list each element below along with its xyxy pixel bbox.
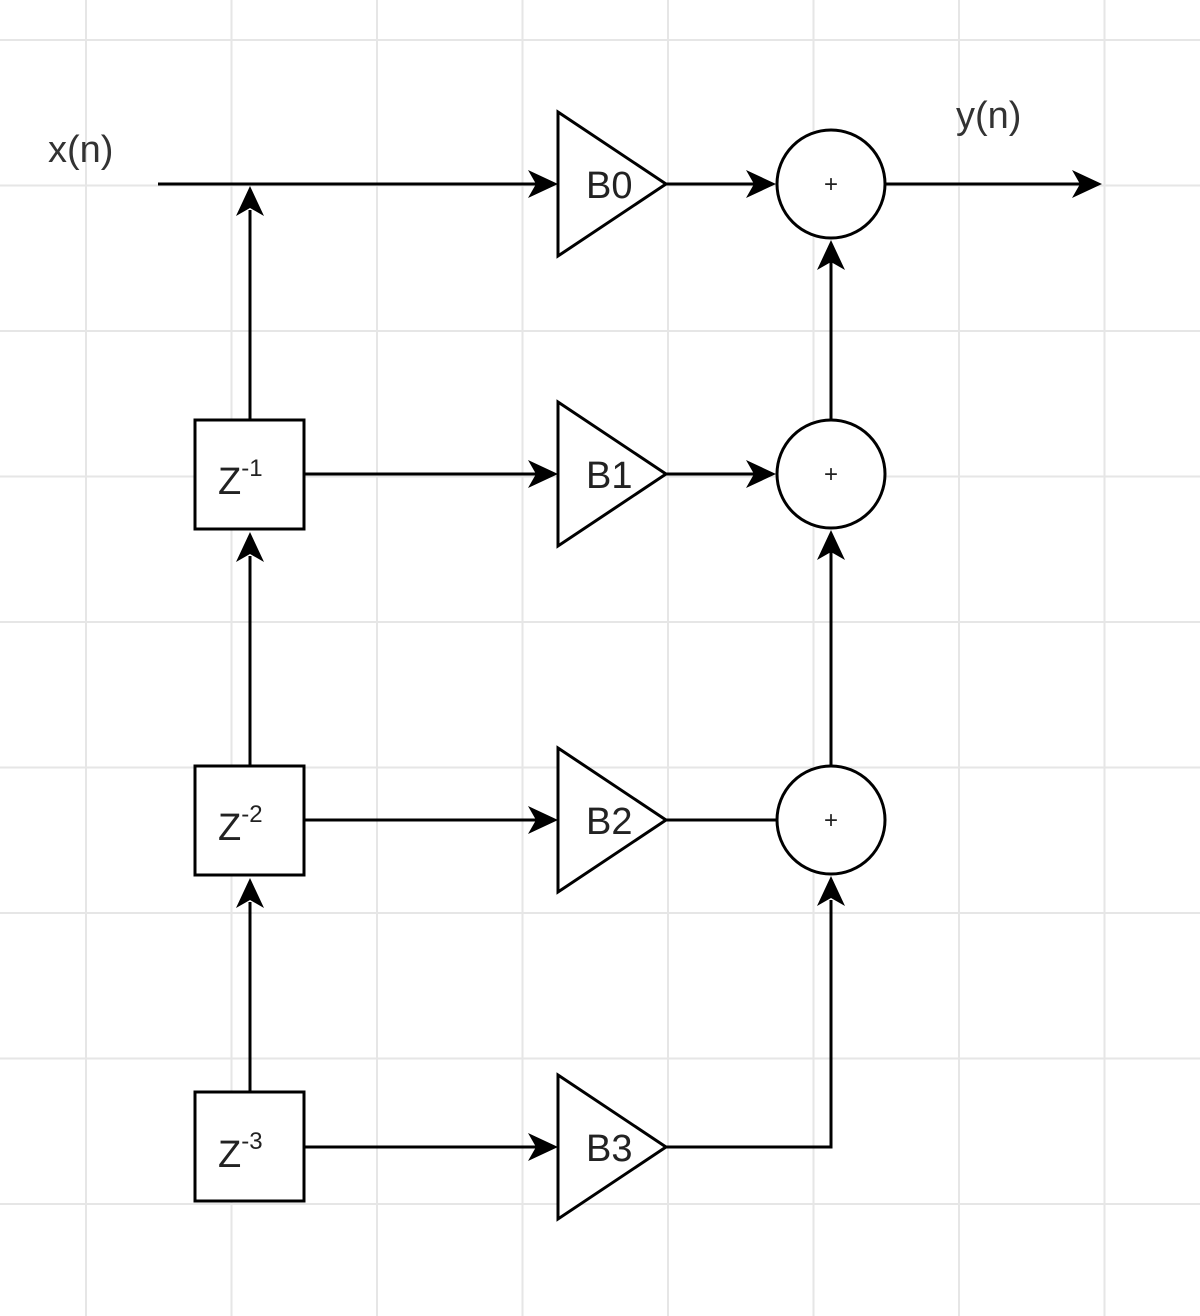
- arrowheads: [236, 170, 1102, 1161]
- wire-b3-to-adder2: [666, 900, 833, 1149]
- adder-0: +: [775, 128, 887, 240]
- adder-1: +: [775, 418, 887, 530]
- delay-block-z1: Z-1: [193, 418, 306, 531]
- delay-label: Z-2: [218, 801, 263, 849]
- arrowhead-up-adder1: [817, 530, 845, 560]
- adder-circle: [775, 764, 887, 876]
- delay-exponent: -1: [241, 455, 262, 482]
- delay-base: Z: [218, 461, 241, 503]
- gain-triangle: [556, 1072, 669, 1222]
- arrowhead-up-input: [236, 186, 264, 216]
- arrowhead-up-adder2: [817, 876, 845, 906]
- arrowhead-up-z2: [236, 878, 264, 908]
- gain-triangle: [556, 745, 669, 895]
- arrowhead-right-b0: [528, 170, 558, 198]
- adder-plus: +: [824, 171, 838, 198]
- gain-label: B1: [586, 455, 632, 497]
- adder-2: +: [775, 764, 887, 876]
- delay-exponent: -2: [241, 801, 262, 828]
- delay-label: Z-3: [218, 1128, 263, 1176]
- gain-b3: B3: [556, 1072, 669, 1222]
- gain-b0: B0: [556, 109, 669, 259]
- delay-block-z2: Z-2: [193, 764, 306, 877]
- output-signal-label: y(n): [956, 95, 1021, 137]
- delay-box: [193, 418, 306, 531]
- gain-b2: B2: [556, 745, 669, 895]
- arrowhead-right-output: [1072, 170, 1102, 198]
- gain-triangle: [556, 399, 669, 549]
- gain-b1: B1: [556, 399, 669, 549]
- adder-circle: [775, 418, 887, 530]
- arrowhead-right-adder1: [746, 460, 776, 488]
- adder-plus: +: [824, 461, 838, 488]
- arrowhead-right-b2: [528, 806, 558, 834]
- delay-exponent: -3: [241, 1128, 262, 1155]
- delay-base: Z: [218, 1134, 241, 1176]
- gain-label: B0: [586, 165, 632, 207]
- arrowhead-up-adder0: [817, 240, 845, 270]
- adder-plus: +: [824, 807, 838, 834]
- arrowhead-right-adder0: [746, 170, 776, 198]
- delay-block-z3: Z-3: [193, 1090, 306, 1203]
- delay-box: [193, 1090, 306, 1203]
- arrowhead-right-b3: [528, 1133, 558, 1161]
- input-signal-label: x(n): [48, 129, 113, 171]
- gain-label: B3: [586, 1128, 632, 1170]
- gain-triangle: [556, 109, 669, 259]
- wires: [158, 182, 1084, 1149]
- delay-box: [193, 764, 306, 877]
- gain-label: B2: [586, 801, 632, 843]
- delay-base: Z: [218, 807, 241, 849]
- arrowhead-right-b1: [528, 460, 558, 488]
- adder-circle: [775, 128, 887, 240]
- arrowhead-up-z1: [236, 532, 264, 562]
- delay-label: Z-1: [218, 455, 263, 503]
